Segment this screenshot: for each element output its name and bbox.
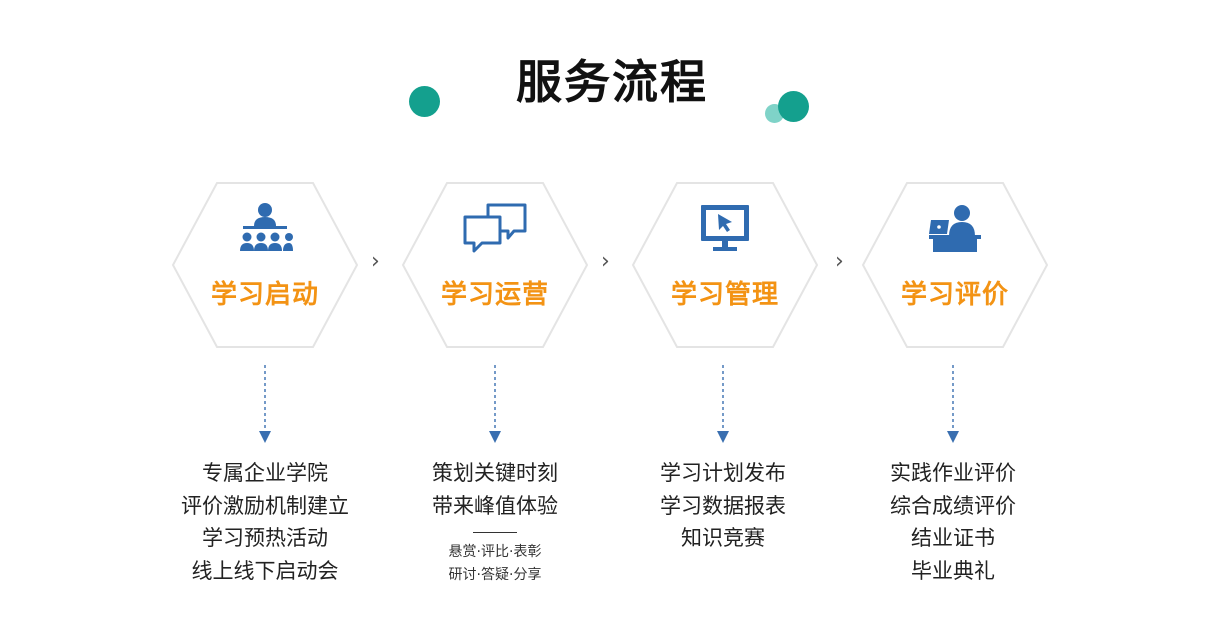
detail-line: 评价激励机制建立 <box>181 493 349 518</box>
hexagon-shape <box>171 182 359 348</box>
person-laptop-icon <box>929 205 981 252</box>
page-title: 服务流程 <box>516 55 708 109</box>
detail-subline: 悬赏·评比·表彰 <box>448 544 542 560</box>
step-1-details: 专属企业学院 评价激励机制建立 学习预热活动 线上线下启动会 <box>145 457 385 587</box>
step-4-hexagon: 学习评价 <box>860 180 1050 350</box>
detail-line: 综合成绩评价 <box>890 493 1016 518</box>
hexagon-shape <box>401 182 589 348</box>
presentation-teacher-icon <box>240 203 293 251</box>
detail-line: 结业证书 <box>911 526 995 550</box>
step-3-details: 学习计划发布 学习数据报表 知识竞赛 <box>603 457 843 555</box>
chat-bubbles-icon <box>463 203 527 253</box>
step-1-title: 学习启动 <box>210 280 319 310</box>
detail-line: 知识竞赛 <box>681 526 765 550</box>
hexagon-shape <box>631 182 819 348</box>
detail-line: 毕业典礼 <box>911 558 995 583</box>
chevron-right-icon: › <box>835 249 844 274</box>
chevron-right-icon: › <box>601 249 610 274</box>
decor-dot-right <box>778 91 809 122</box>
divider-line <box>473 532 517 533</box>
detail-line: 学习预热活动 <box>202 526 328 550</box>
monitor-cursor-icon <box>701 205 749 251</box>
step-3-title: 学习管理 <box>670 280 779 310</box>
arrow-down-icon <box>947 365 959 443</box>
detail-line: 学习数据报表 <box>660 493 786 518</box>
arrow-down-icon <box>259 365 271 443</box>
detail-line: 专属企业学院 <box>202 461 328 485</box>
chevron-right-icon: › <box>371 249 380 274</box>
arrow-down-icon <box>717 365 729 443</box>
detail-line: 学习计划发布 <box>660 461 786 485</box>
step-2-hexagon: 学习运营 <box>400 180 590 350</box>
arrow-down-icon <box>489 365 501 443</box>
step-4-details: 实践作业评价 综合成绩评价 结业证书 毕业典礼 <box>833 457 1073 587</box>
step-1-hexagon: 学习启动 <box>170 180 360 350</box>
detail-line: 策划关键时刻 <box>432 461 558 485</box>
detail-line: 线上线下启动会 <box>191 558 339 583</box>
step-4-title: 学习评价 <box>900 280 1009 310</box>
detail-subline: 研讨·答疑·分享 <box>448 567 542 583</box>
step-2-title: 学习运营 <box>440 280 549 310</box>
detail-line: 带来峰值体验 <box>432 493 558 518</box>
hexagon-shape <box>861 182 1049 348</box>
step-3-hexagon: 学习管理 <box>630 180 820 350</box>
decor-dot-left <box>409 86 440 117</box>
step-2-details: 策划关键时刻 带来峰值体验 悬赏·评比·表彰 研讨·答疑·分享 <box>375 457 615 587</box>
detail-line: 实践作业评价 <box>890 461 1016 485</box>
